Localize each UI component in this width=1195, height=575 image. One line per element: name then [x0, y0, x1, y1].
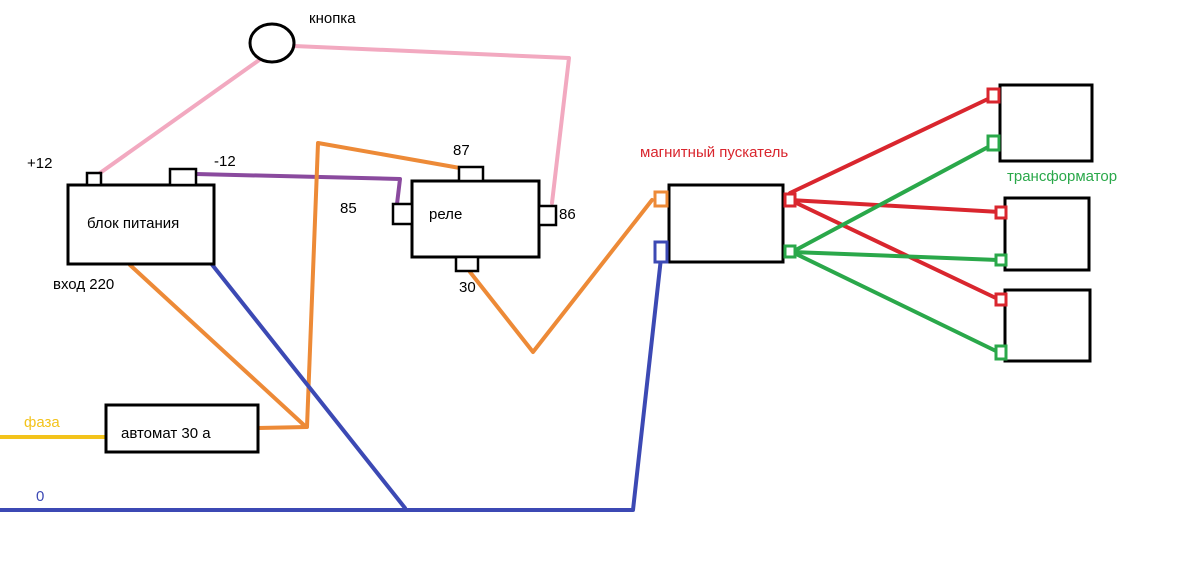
label-button: кнопка — [309, 10, 356, 27]
wire-red-to-transformer-3 — [788, 198, 1002, 302]
relay-terminal-86 — [537, 204, 558, 227]
label-minus12: -12 — [214, 153, 236, 170]
magnetic-starter-box — [667, 183, 785, 264]
transformer-2-terminal-green — [994, 253, 1008, 267]
starter-terminal-red — [783, 192, 797, 208]
label-transformer: трансформатор — [1007, 168, 1117, 185]
wire-green-to-transformer-1 — [790, 144, 992, 254]
wire-relay-30-to-starter — [468, 198, 654, 354]
label-plus12: +12 — [27, 155, 52, 172]
label-pin30: 30 — [459, 279, 476, 296]
starter-terminal-green — [783, 244, 797, 259]
transformer-3-terminal-green — [994, 344, 1008, 361]
wire-input220-to-junction — [128, 263, 307, 428]
button-icon — [248, 22, 296, 64]
wire-minus12-to-relay-85 — [194, 172, 402, 206]
transformer-box-3 — [1003, 288, 1092, 363]
wire-plus12-to-button — [98, 56, 264, 175]
label-pin86: 86 — [559, 206, 576, 223]
wire-neutral — [0, 256, 663, 512]
label-zero: 0 — [36, 488, 44, 505]
label-relay: реле — [429, 206, 462, 223]
transformer-1-terminal-green — [986, 134, 1001, 152]
wire-green-to-transformer-2 — [790, 250, 1000, 262]
power-supply-plus-terminal — [85, 171, 103, 187]
wire-red-to-transformer-1 — [788, 96, 992, 195]
transformer-box-2 — [1003, 196, 1091, 272]
power-supply-minus-terminal — [168, 167, 198, 187]
starter-terminal-orange — [653, 190, 669, 208]
transformer-3-terminal-red — [994, 292, 1008, 307]
label-magnetic-starter: магнитный пускатель — [640, 144, 788, 161]
label-pin85: 85 — [340, 200, 357, 217]
starter-terminal-blue — [653, 240, 669, 264]
transformer-1-terminal-red — [986, 87, 1001, 104]
wire-red-to-transformer-2 — [788, 198, 1002, 214]
wire-green-to-transformer-3 — [790, 250, 1000, 354]
label-input220: вход 220 — [53, 276, 114, 293]
wire-power-supply-to-neutral — [208, 260, 407, 510]
transformer-2-terminal-red — [994, 205, 1008, 220]
breaker-box — [104, 403, 260, 454]
label-power-supply: блок питания — [87, 215, 179, 232]
label-breaker: автомат 30 а — [121, 425, 211, 442]
relay-terminal-87 — [457, 165, 485, 183]
relay-terminal-85 — [391, 202, 414, 226]
relay-terminal-30 — [454, 255, 480, 273]
transformer-box-1 — [998, 83, 1094, 163]
label-pin87: 87 — [453, 142, 470, 159]
power-supply-box — [66, 183, 216, 266]
label-phase: фаза — [24, 414, 60, 431]
wire-button-to-relay-86 — [292, 44, 571, 205]
wire-breaker-to-relay-87 — [256, 141, 462, 430]
